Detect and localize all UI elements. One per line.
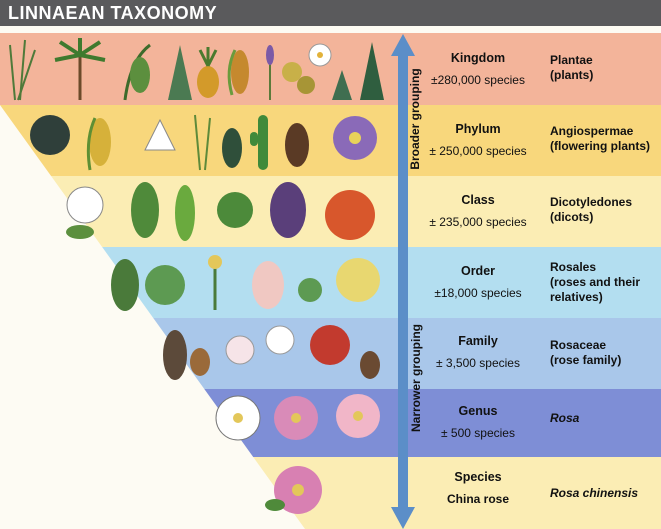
pinecone-icon xyxy=(285,123,309,167)
cherry-blossom-icon xyxy=(225,335,255,365)
branch-icon xyxy=(163,330,187,380)
taxon-name: Rosa chinensis xyxy=(550,486,639,500)
taxon-detail: (roses and their relatives) xyxy=(550,275,641,304)
rank-order: Order ±18,000 species xyxy=(418,264,538,300)
species-count: ±280,000 species xyxy=(431,73,525,87)
corn-icon xyxy=(227,49,249,96)
rank-kingdom: Kingdom ±280,000 species xyxy=(418,51,538,87)
grass-icon xyxy=(9,39,36,101)
pineapple-icon xyxy=(197,47,219,98)
taxon-species: Rosa chinensis xyxy=(550,486,658,501)
fruit-icon xyxy=(282,62,315,94)
kingdom-plants xyxy=(9,38,384,101)
rank-species: Species China rose xyxy=(418,470,538,506)
orchid-icon xyxy=(333,116,377,160)
fern-icon xyxy=(123,43,151,101)
rank-family: Family ± 3,500 species xyxy=(418,334,538,370)
title-bar: LINNAEAN TAXONOMY xyxy=(0,0,661,26)
taxon-name: Rosaceae xyxy=(550,338,607,352)
white-flower-icon xyxy=(308,43,332,67)
taxon-family: Rosaceae (rose family) xyxy=(550,338,658,368)
cactus-icon xyxy=(250,115,268,170)
taxon-name: Rosales xyxy=(550,260,597,274)
rank-name: Phylum xyxy=(455,122,501,136)
taxon-phylum: Angiospermae (flowering plants) xyxy=(550,124,658,154)
herb-icon xyxy=(217,192,253,228)
lavender-icon xyxy=(266,45,274,100)
shrub-icon xyxy=(332,70,352,100)
china-rose-icon xyxy=(265,466,322,514)
family-plants xyxy=(163,325,380,380)
leaf-icon xyxy=(131,182,159,238)
conifer-icon xyxy=(168,45,192,100)
band-kingdom xyxy=(0,33,661,105)
tree-icon xyxy=(360,42,384,100)
species-count: ±18,000 species xyxy=(434,286,522,300)
genus-plants xyxy=(215,394,380,441)
almond-icon xyxy=(190,348,210,376)
taxon-detail: (plants) xyxy=(550,68,594,82)
palm-fan-icon xyxy=(30,115,70,155)
diagram-title: LINNAEAN TAXONOMY xyxy=(8,3,218,23)
apple-icon xyxy=(310,325,350,365)
species-count: ± 235,000 species xyxy=(429,215,527,229)
pea-pod-icon xyxy=(175,185,195,241)
taxon-name: Dicotyledones xyxy=(550,195,633,209)
taxon-detail: (flowering plants) xyxy=(550,139,650,153)
plant-illustrations xyxy=(9,38,384,514)
lily-icon xyxy=(144,118,176,151)
common-name: China rose xyxy=(446,492,509,506)
rank-name: Order xyxy=(460,264,496,278)
pear-icon xyxy=(360,351,380,379)
white-flower-icon xyxy=(66,186,104,239)
rank-name: Species xyxy=(454,470,502,484)
rank-phylum: Phylum ± 250,000 species xyxy=(418,122,538,158)
rank-class: Class ± 235,000 species xyxy=(418,193,538,229)
pink-rose-icon xyxy=(336,394,380,438)
rank-name: Class xyxy=(461,193,495,207)
class-plants xyxy=(66,182,375,241)
sweet-pea-icon xyxy=(252,261,284,309)
white-rose-icon xyxy=(215,395,261,441)
palm-icon xyxy=(54,38,106,100)
species-plants xyxy=(265,466,322,514)
species-count: ± 500 species xyxy=(441,426,515,440)
pine-icon xyxy=(222,128,242,168)
pink-rose-icon xyxy=(274,396,318,440)
flower-cluster-icon xyxy=(265,325,295,355)
grapes-icon xyxy=(270,182,306,238)
grass-icon xyxy=(194,114,211,171)
flowering-stem-icon xyxy=(208,255,222,310)
taxon-name: Rosa xyxy=(550,411,580,425)
phylum-plants xyxy=(30,114,377,171)
persimmon-icon xyxy=(325,190,375,240)
double-arrow xyxy=(391,34,415,529)
taxon-detail: (dicots) xyxy=(550,210,594,224)
blossom-cluster-icon xyxy=(336,258,380,302)
shrub-icon xyxy=(111,259,139,311)
taxon-order: Rosales (roses and their relatives) xyxy=(550,260,658,305)
taxon-class: Dicotyledones (dicots) xyxy=(550,195,658,225)
rank-name: Genus xyxy=(458,404,498,418)
corn-icon xyxy=(86,117,111,171)
taxon-genus: Rosa xyxy=(550,411,658,426)
species-count: ± 250,000 species xyxy=(429,144,527,158)
order-plants xyxy=(111,255,380,311)
species-count: ± 3,500 species xyxy=(436,356,520,370)
rank-name: Family xyxy=(458,334,498,348)
taxon-kingdom: Plantae (plants) xyxy=(550,53,658,83)
taxon-name: Angiospermae xyxy=(550,124,634,138)
taxon-name: Plantae xyxy=(550,53,593,67)
taxon-detail: (rose family) xyxy=(550,353,622,367)
rank-name: Kingdom xyxy=(450,51,506,65)
clover-icon xyxy=(298,278,322,302)
leafy-plant-icon xyxy=(145,265,185,305)
rank-genus: Genus ± 500 species xyxy=(418,404,538,440)
